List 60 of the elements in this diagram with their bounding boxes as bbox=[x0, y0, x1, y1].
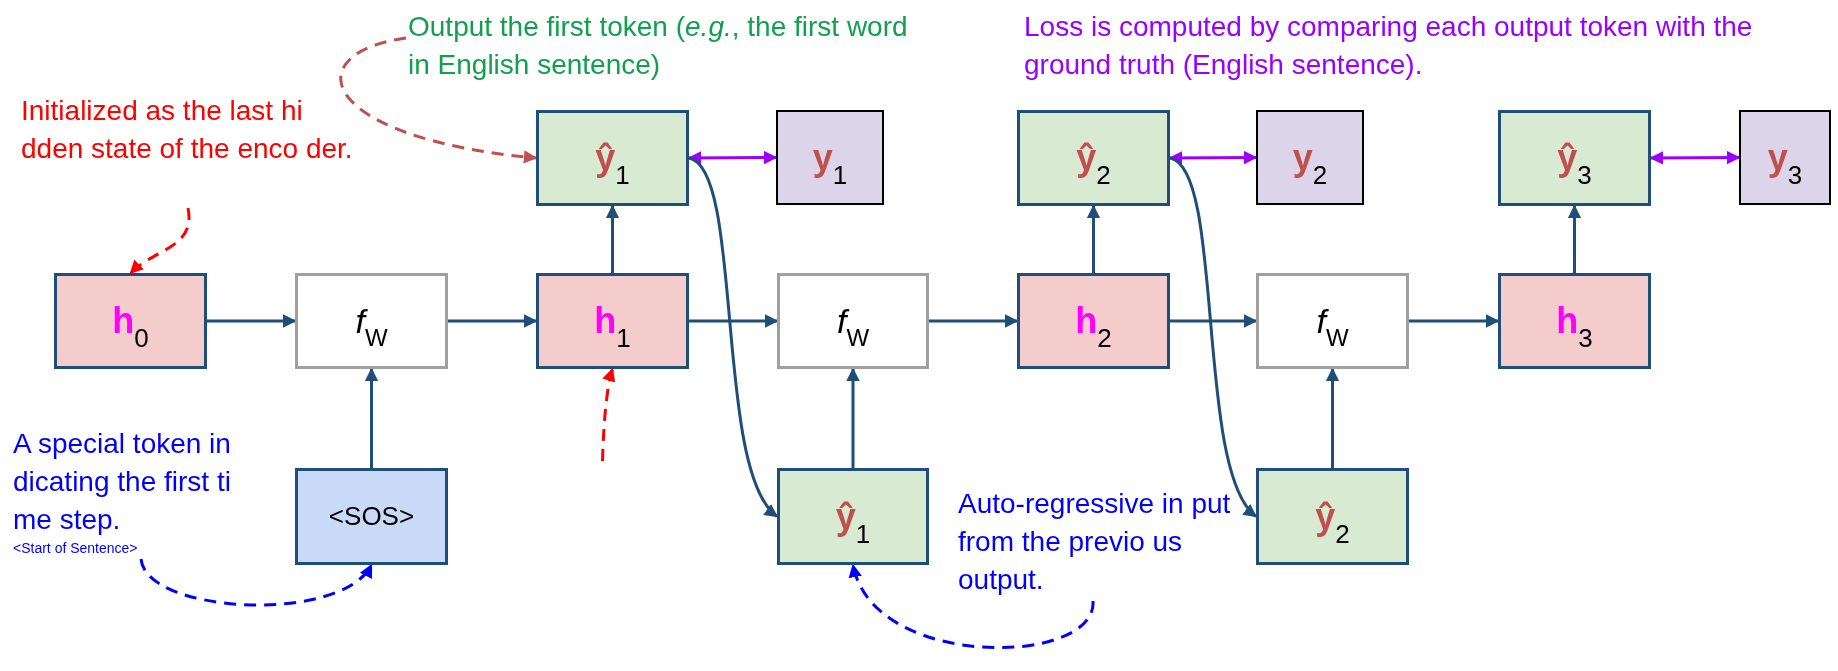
prediction-box bbox=[1498, 110, 1651, 206]
token-label: h$_{3}$ bbox=[1556, 299, 1593, 348]
arrow bbox=[1325, 367, 1340, 468]
arrow bbox=[1409, 314, 1500, 328]
annotation-text: Auto-regressive in put from the previo us output. bbox=[958, 485, 1238, 599]
prediction-box bbox=[1256, 468, 1409, 565]
annotation-text: Initialized as the last hi dden state of the enco der. bbox=[21, 92, 353, 168]
arrow bbox=[846, 367, 860, 468]
token-label: y$_{2}$ bbox=[1292, 135, 1328, 185]
annotation-text: A special token in dicating the first ti me step. bbox=[13, 427, 232, 537]
token-label: ŷ$_{1}$ bbox=[835, 494, 871, 544]
token-label: f$_{W}$ bbox=[1316, 300, 1349, 347]
annotation-text: Output the first token (e.g., the first word in English sentence) bbox=[408, 8, 918, 84]
token-label: y$_{1}$ bbox=[812, 135, 848, 185]
arrow bbox=[1168, 150, 1258, 165]
token-label: h$_{0}$ bbox=[112, 299, 149, 348]
token-label: y$_{3}$ bbox=[1767, 135, 1803, 185]
token-label: ŷ$_{2}$ bbox=[1076, 136, 1111, 185]
function-box bbox=[1256, 273, 1409, 369]
annotation-note: <Start of Sentence> bbox=[13, 539, 139, 557]
arrow bbox=[929, 314, 1019, 328]
dashed-arrow bbox=[339, 36, 538, 164]
token-label: f$_{W}$ bbox=[355, 300, 388, 347]
hidden-state-box bbox=[54, 273, 207, 369]
prediction-box bbox=[536, 110, 689, 206]
arrow bbox=[207, 314, 297, 328]
target-box bbox=[1256, 110, 1364, 205]
annotation-text: Loss is computed by comparing each output token with the ground truth (English sentence). bbox=[1024, 8, 1820, 84]
hidden-state-box bbox=[536, 273, 689, 369]
arrow bbox=[689, 314, 779, 328]
prediction-box bbox=[1017, 110, 1170, 206]
hidden-state-box bbox=[1017, 273, 1170, 369]
arrow bbox=[1169, 156, 1258, 518]
hidden-state-box bbox=[1498, 273, 1651, 369]
prediction-box bbox=[777, 468, 929, 565]
dashed-arrow bbox=[601, 367, 616, 462]
token-label: ŷ$_{2}$ bbox=[1315, 494, 1350, 544]
target-box bbox=[1739, 110, 1831, 205]
function-box bbox=[295, 273, 448, 369]
arrow bbox=[687, 150, 778, 165]
arrow bbox=[1567, 204, 1582, 273]
arrow bbox=[1170, 314, 1258, 328]
token-label: h$_{1}$ bbox=[594, 299, 631, 348]
arrow bbox=[364, 367, 379, 468]
dashed-arrow bbox=[129, 207, 191, 275]
function-box bbox=[777, 273, 929, 369]
target-box bbox=[776, 110, 884, 205]
dashed-arrow bbox=[139, 558, 373, 607]
dashed-arrow bbox=[850, 563, 1095, 649]
token-label: ŷ$_{1}$ bbox=[595, 136, 630, 185]
arrow bbox=[605, 204, 620, 273]
arrow bbox=[1649, 150, 1741, 165]
arrow bbox=[1086, 204, 1101, 273]
token-label: h$_{2}$ bbox=[1075, 299, 1112, 348]
token-label: <SOS> bbox=[328, 500, 415, 533]
token-label: f$_{W}$ bbox=[836, 300, 870, 347]
start-token-box bbox=[295, 468, 448, 565]
arrow bbox=[688, 156, 779, 518]
token-label: ŷ$_{3}$ bbox=[1557, 136, 1592, 185]
arrow bbox=[448, 314, 538, 328]
